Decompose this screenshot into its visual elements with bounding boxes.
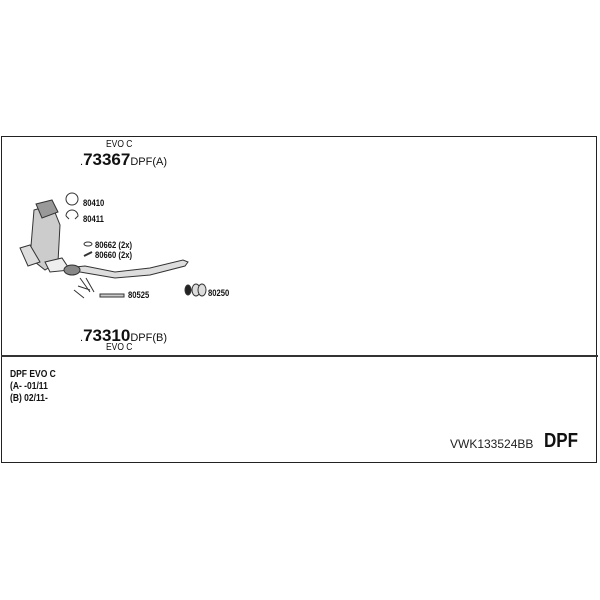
bottom-variant-part: .73310DPF(B) <box>80 326 167 346</box>
exhaust-pipe-drawing <box>63 259 189 299</box>
nut-icon <box>83 241 93 247</box>
kit-code: VWK133524BB <box>450 437 534 451</box>
diagram-frame <box>1 136 597 463</box>
part-label: 80662 (2x) <box>95 240 133 250</box>
bottom-variant-label: EVO C <box>106 342 133 353</box>
part-prefix: . <box>80 156 84 168</box>
dpf-unit-drawing <box>19 199 71 273</box>
part-icons <box>65 192 207 298</box>
part-number: 73310 <box>83 326 131 345</box>
top-variant-label: EVO C <box>106 139 133 150</box>
note-line: DPF EVO C <box>10 369 56 380</box>
category-label: DPF <box>544 430 578 452</box>
note-line: (B) 02/11- <box>10 393 48 404</box>
part-suffix: DPF(A) <box>130 156 168 168</box>
part-label: 80525 <box>128 290 150 300</box>
bolt-icon <box>83 251 93 257</box>
note-line: (A- -01/11 <box>10 381 48 392</box>
divider <box>1 355 598 357</box>
part-label: 80411 <box>83 214 104 224</box>
hanger-icon <box>99 293 125 298</box>
part-prefix: . <box>80 332 84 344</box>
clamp-sleeve-icon <box>184 283 207 297</box>
notes: DPF EVO C (A- -01/11 (B) 02/11- <box>10 369 56 405</box>
clamp-icon <box>65 209 79 220</box>
ring-gasket-icon <box>65 192 79 206</box>
part-number: 73367 <box>83 150 131 169</box>
part-label: 80410 <box>83 198 105 208</box>
part-label: 80250 <box>208 288 230 298</box>
part-suffix: DPF(B) <box>130 332 168 344</box>
top-variant-part: .73367DPF(A) <box>80 150 167 170</box>
part-label: 80660 (2x) <box>95 250 133 260</box>
